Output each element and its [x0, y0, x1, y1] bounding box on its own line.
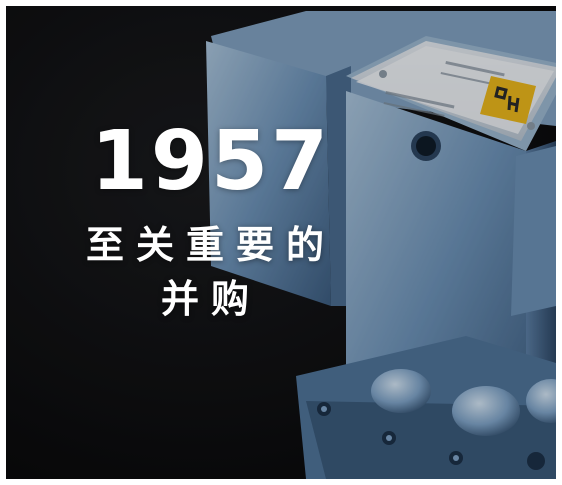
hero-image-frame: 1957 至关重要的 并购 — [6, 6, 556, 479]
badge-logo — [494, 86, 520, 113]
headline-line-1: 至关重要的 — [85, 223, 336, 267]
hydraulic-valve-photo — [6, 6, 556, 479]
headline: 1957 至关重要的 并购 — [6, 116, 416, 326]
headline-line-2: 并购 — [160, 277, 261, 321]
headline-year: 1957 — [90, 114, 332, 209]
